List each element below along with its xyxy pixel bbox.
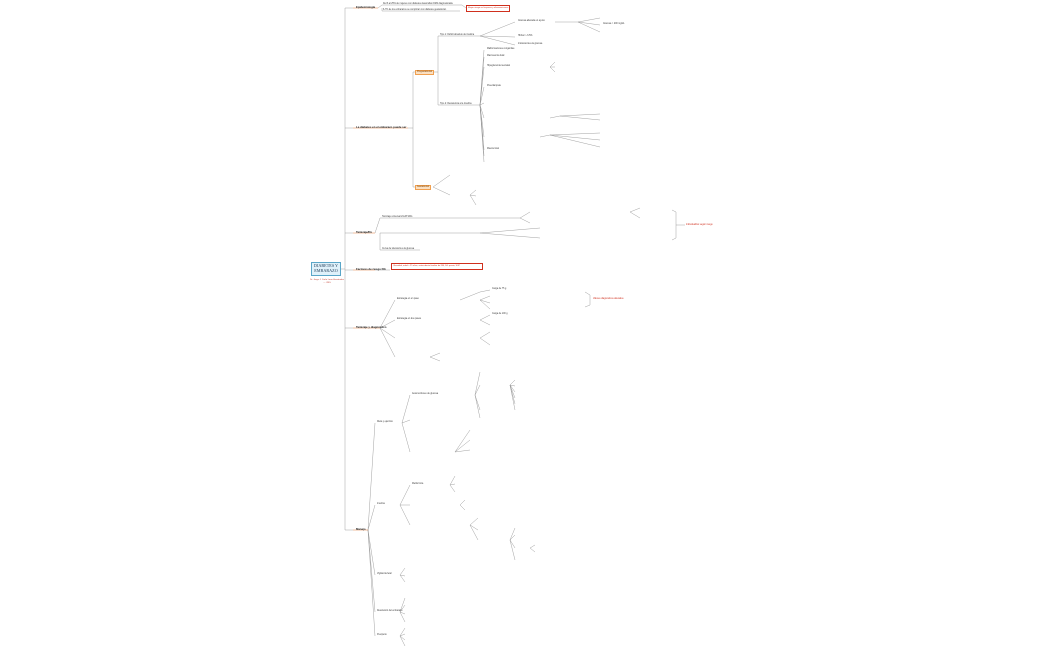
node-dx-3[interactable]: Carga de 75 g	[492, 288, 507, 290]
branch-epidemiologia[interactable]: Epidemiología	[356, 5, 376, 9]
node-epi-2[interactable]: 6-7% de los embarazos se complican con d…	[383, 9, 447, 11]
node-tam-2[interactable]: Curva de tolerancia a la glucosa	[382, 248, 415, 250]
node-class-1[interactable]: Tipo 1: Déficit absoluto de insulina	[440, 34, 475, 36]
node-def-1[interactable]: Glucosa alterada en ayuno	[518, 20, 545, 22]
node-def-3[interactable]: Intolerancia a la glucosa	[518, 43, 543, 45]
note-dx-box: Valores diagnósticos alterados	[593, 298, 624, 300]
node-tam-1[interactable]: Tamizaje universal 24-28 SDG	[382, 216, 413, 218]
note-epi-box: Mayor riesgo en hispanas y afroamericana…	[466, 5, 511, 12]
note-tam-box: Individualizar según riesgo	[686, 224, 713, 226]
node-comp-1[interactable]: Malformaciones congénitas	[487, 48, 515, 50]
node-man-4[interactable]: Metformina	[412, 483, 424, 485]
branch-tamizaje-dx[interactable]: Tamizaje/Dx	[356, 230, 372, 234]
node-pregestacional[interactable]: Pregestacional	[415, 70, 434, 75]
node-man-7[interactable]: Puerperio	[377, 634, 387, 636]
node-def-2[interactable]: HbA1c ≥ 6.5%	[518, 35, 533, 37]
node-man-6[interactable]: Resolución del embarazo	[377, 610, 403, 612]
root-title: DIABETES Y EMBARAZO	[313, 263, 339, 273]
node-class-2[interactable]: Tipo 2: Resistencia a la insulina	[440, 103, 472, 105]
node-def-4[interactable]: Glucosa > 200 mg/dL	[603, 23, 625, 25]
node-dx-1[interactable]: Estrategia en un paso	[397, 298, 419, 300]
root-node[interactable]: DIABETES Y EMBARAZO	[311, 262, 341, 276]
branch-tipos-diabetes[interactable]: La diabetes en el embarazo puede ser	[356, 125, 407, 129]
node-man-5[interactable]: Vigilancia fetal	[377, 573, 392, 575]
node-comp-4[interactable]: Preeclampsia	[487, 85, 501, 87]
node-comp-5[interactable]: Muerte fetal	[487, 148, 499, 150]
node-dx-4[interactable]: Carga de 100 g	[492, 313, 508, 315]
branch-tamizaje-diagnostico[interactable]: Tamizaje y diagnóstico	[356, 325, 387, 329]
node-man-1[interactable]: Dieta y ejercicio	[377, 421, 393, 423]
node-comp-3[interactable]: Hipoglucemia neonatal	[487, 65, 510, 67]
node-man-2[interactable]: Automonitoreo de glucosa	[412, 393, 439, 395]
node-man-3[interactable]: Insulina	[377, 503, 385, 505]
branch-manejo[interactable]: Manejo	[356, 527, 366, 531]
branch-factores-riesgo[interactable]: Factores de riesgo DG	[356, 267, 386, 271]
node-gestacional[interactable]: Gestacional	[415, 185, 431, 190]
node-comp-2[interactable]: Macrosomía fetal	[487, 55, 505, 57]
note-factores-riesgo: Obesidad, edad > 25 años, antecedente fa…	[391, 263, 483, 270]
root-subtitle: Dr. Jorge J. Carlo Lona Hernández — CRS	[310, 279, 344, 284]
node-epi-1[interactable]: Del 6 al 25% de mujeres con diabetes des…	[383, 3, 454, 5]
node-dx-2[interactable]: Estrategia en dos pasos	[397, 318, 422, 320]
